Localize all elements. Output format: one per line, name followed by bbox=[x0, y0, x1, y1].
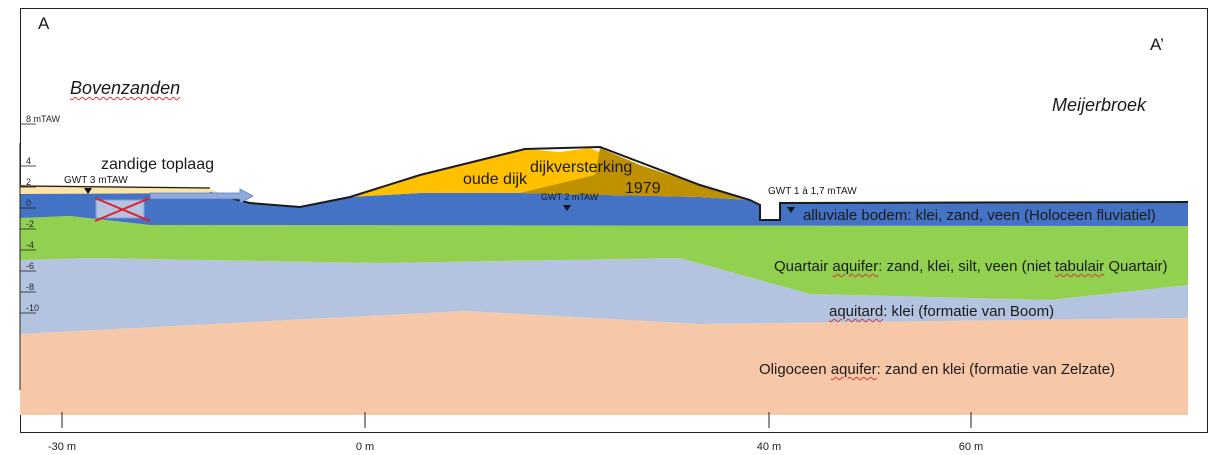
layer-dijkversterking bbox=[520, 148, 750, 200]
x-axis-ticks: -30 m 0 m 40 m 60 m bbox=[48, 412, 983, 453]
place-left-label: Bovenzanden bbox=[70, 78, 181, 98]
dijkversterking-label: dijkversterking bbox=[530, 159, 633, 176]
layer-aquitard-text-a: aquitard bbox=[829, 303, 884, 320]
gwt-marker-left bbox=[84, 188, 92, 194]
cross-line-2 bbox=[94, 197, 151, 222]
layer-quartair-label: Quartair aquifer: zand, klei, silt, veen… bbox=[774, 259, 1168, 274]
y-tick-label: -4 bbox=[26, 240, 34, 250]
y-tick-label: -2 bbox=[26, 219, 34, 229]
toplaag-line bbox=[19, 185, 211, 189]
x-tick-label: 40 m bbox=[757, 441, 781, 453]
oude-dijk-label: oude dijk bbox=[463, 171, 528, 188]
surface-line bbox=[209, 145, 1189, 221]
dijk-year-label: 1979 bbox=[625, 180, 661, 197]
gwt-marker-mid bbox=[563, 205, 571, 211]
layer-quartair-text-c: : zand, klei, silt, veen (niet bbox=[878, 258, 1055, 275]
flow-arrow bbox=[149, 188, 254, 204]
section-start-label: A bbox=[38, 14, 50, 33]
layer-quartair-text-a: Quartair bbox=[774, 258, 833, 275]
place-right-label: Meijerbroek bbox=[1052, 95, 1147, 115]
y-axis-ticks: 8 mTAW 4 2 0 -2 -4 -6 -8 -10 bbox=[20, 114, 61, 314]
gwt-mid-label: GWT 2 mTAW bbox=[541, 192, 599, 202]
layer-quartair bbox=[20, 216, 1188, 300]
layer-quartair-text-d: tabulair bbox=[1054, 258, 1105, 275]
layer-oligoceen-text-b: aquifer bbox=[830, 361, 877, 378]
y-tick-label: 8 mTAW bbox=[26, 114, 61, 124]
y-tick-label: -8 bbox=[26, 282, 34, 292]
y-tick-label: 2 bbox=[26, 177, 31, 187]
section-end-label: A’ bbox=[1150, 35, 1164, 54]
layer-quartair-text-b: aquifer bbox=[832, 258, 879, 275]
x-tick-label: 60 m bbox=[959, 441, 983, 453]
x-tick-label: 0 m bbox=[356, 441, 374, 453]
layer-oligoceen bbox=[20, 311, 1188, 415]
y-tick-label: -10 bbox=[26, 303, 39, 313]
layer-oligoceen-text-c: : zand en klei (formatie van Zelzate) bbox=[876, 361, 1116, 378]
layer-oligoceen-text-a: Oligoceen bbox=[759, 361, 831, 378]
y-tick-label: 4 bbox=[26, 156, 31, 166]
layer-alluviaal bbox=[20, 193, 1188, 226]
layer-oligoceen-label: Oligoceen aquifer: zand en klei (formati… bbox=[759, 362, 1115, 377]
zandige-toplaag-label: zandige toplaag bbox=[101, 156, 214, 173]
x-tick-label: -30 m bbox=[48, 441, 76, 453]
layer-aquitard-text-b: : klei (formatie van Boom) bbox=[883, 303, 1055, 320]
y-tick-label: -6 bbox=[26, 261, 34, 271]
layer-aquitard-label: aquitard: klei (formatie van Boom) bbox=[829, 304, 1054, 319]
layer-alluviaal-label: alluviale bodem: klei, zand, veen (Holoc… bbox=[803, 207, 1156, 224]
layer-aquitard bbox=[20, 258, 1188, 334]
gwt-left-label: GWT 3 mTAW bbox=[64, 175, 128, 186]
y-tick-label: 0 bbox=[26, 198, 31, 208]
gwt-right-label: GWT 1 à 1,7 mTAW bbox=[768, 186, 857, 197]
gwt-marker-right bbox=[787, 207, 795, 213]
layer-quartair-text-e: Quartair) bbox=[1104, 258, 1168, 275]
